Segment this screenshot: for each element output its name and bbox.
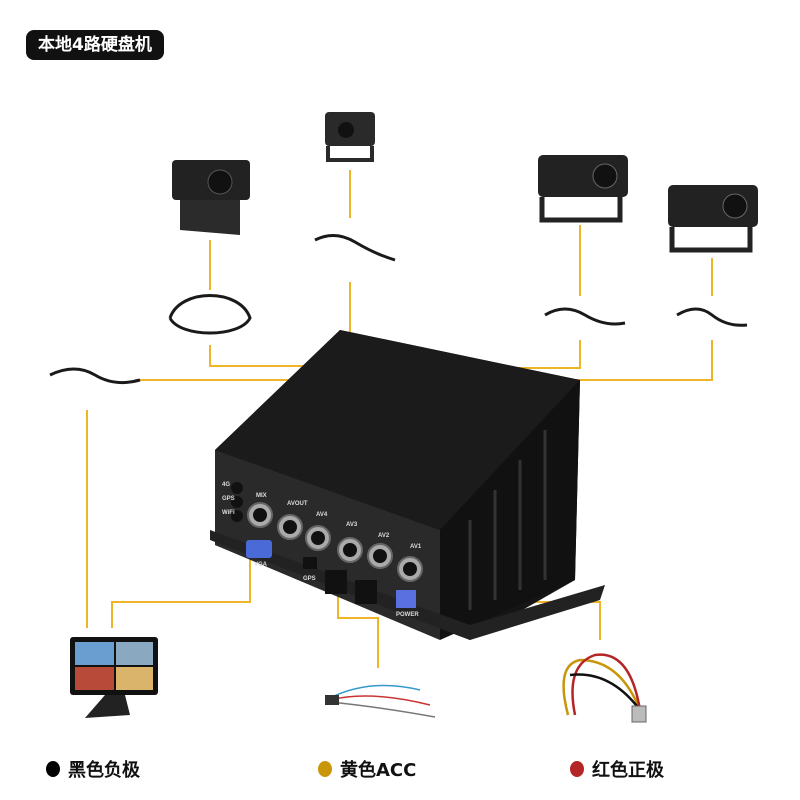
legend-yellow-acc: 黄色ACC: [318, 756, 416, 782]
avout-label: AVOUT: [287, 501, 308, 507]
cable-monitor: [49, 367, 141, 385]
cable-camera2: [314, 234, 396, 262]
diagram-title: 本地4路硬盘机: [26, 30, 164, 60]
mix-label: MIX: [256, 493, 267, 499]
red-dot-icon: [570, 761, 584, 777]
power-cable: [562, 653, 647, 723]
line-vga-monitor: [111, 556, 251, 628]
cable-camera1: [168, 294, 252, 335]
camera-1: [172, 160, 250, 235]
gps-port-label: GPS: [303, 576, 316, 582]
camera-4: [668, 185, 758, 253]
vga-port: [246, 540, 272, 558]
power-label: POWER: [396, 612, 419, 618]
monitor: [70, 637, 158, 718]
line-acc-harness: [337, 590, 379, 668]
legend-label: 黄色ACC: [340, 760, 417, 781]
legend-red-positive: 红色正极: [570, 756, 664, 782]
led-wifi-label: WiFi: [222, 510, 235, 516]
av3-label: AV3: [346, 522, 358, 528]
av2-label: AV2: [378, 533, 390, 539]
camera-2: [325, 112, 375, 162]
black-dot-icon: [46, 761, 60, 777]
acc-harness: [325, 684, 436, 718]
cable-camera3: [544, 307, 626, 326]
legend-label: 红色正极: [592, 760, 664, 781]
legend-black-negative: 黑色负极: [46, 756, 140, 782]
extension-cables: [49, 234, 748, 385]
av1-label: AV1: [410, 544, 422, 550]
dvr-unit: 4G GPS WiFi MIX AVOUT AV4 AV3 AV2 AV1: [210, 330, 605, 640]
cable-camera4: [676, 307, 748, 327]
av4-label: AV4: [316, 512, 328, 518]
legend-label: 黑色负极: [68, 760, 140, 781]
power-port: [396, 590, 416, 608]
vga-label: VGA: [254, 562, 268, 568]
acc-port: [325, 570, 347, 594]
led-4g-label: 4G: [222, 482, 230, 488]
camera-3: [538, 155, 628, 223]
led-gps-label: GPS: [222, 496, 235, 502]
yellow-dot-icon: [318, 761, 332, 777]
